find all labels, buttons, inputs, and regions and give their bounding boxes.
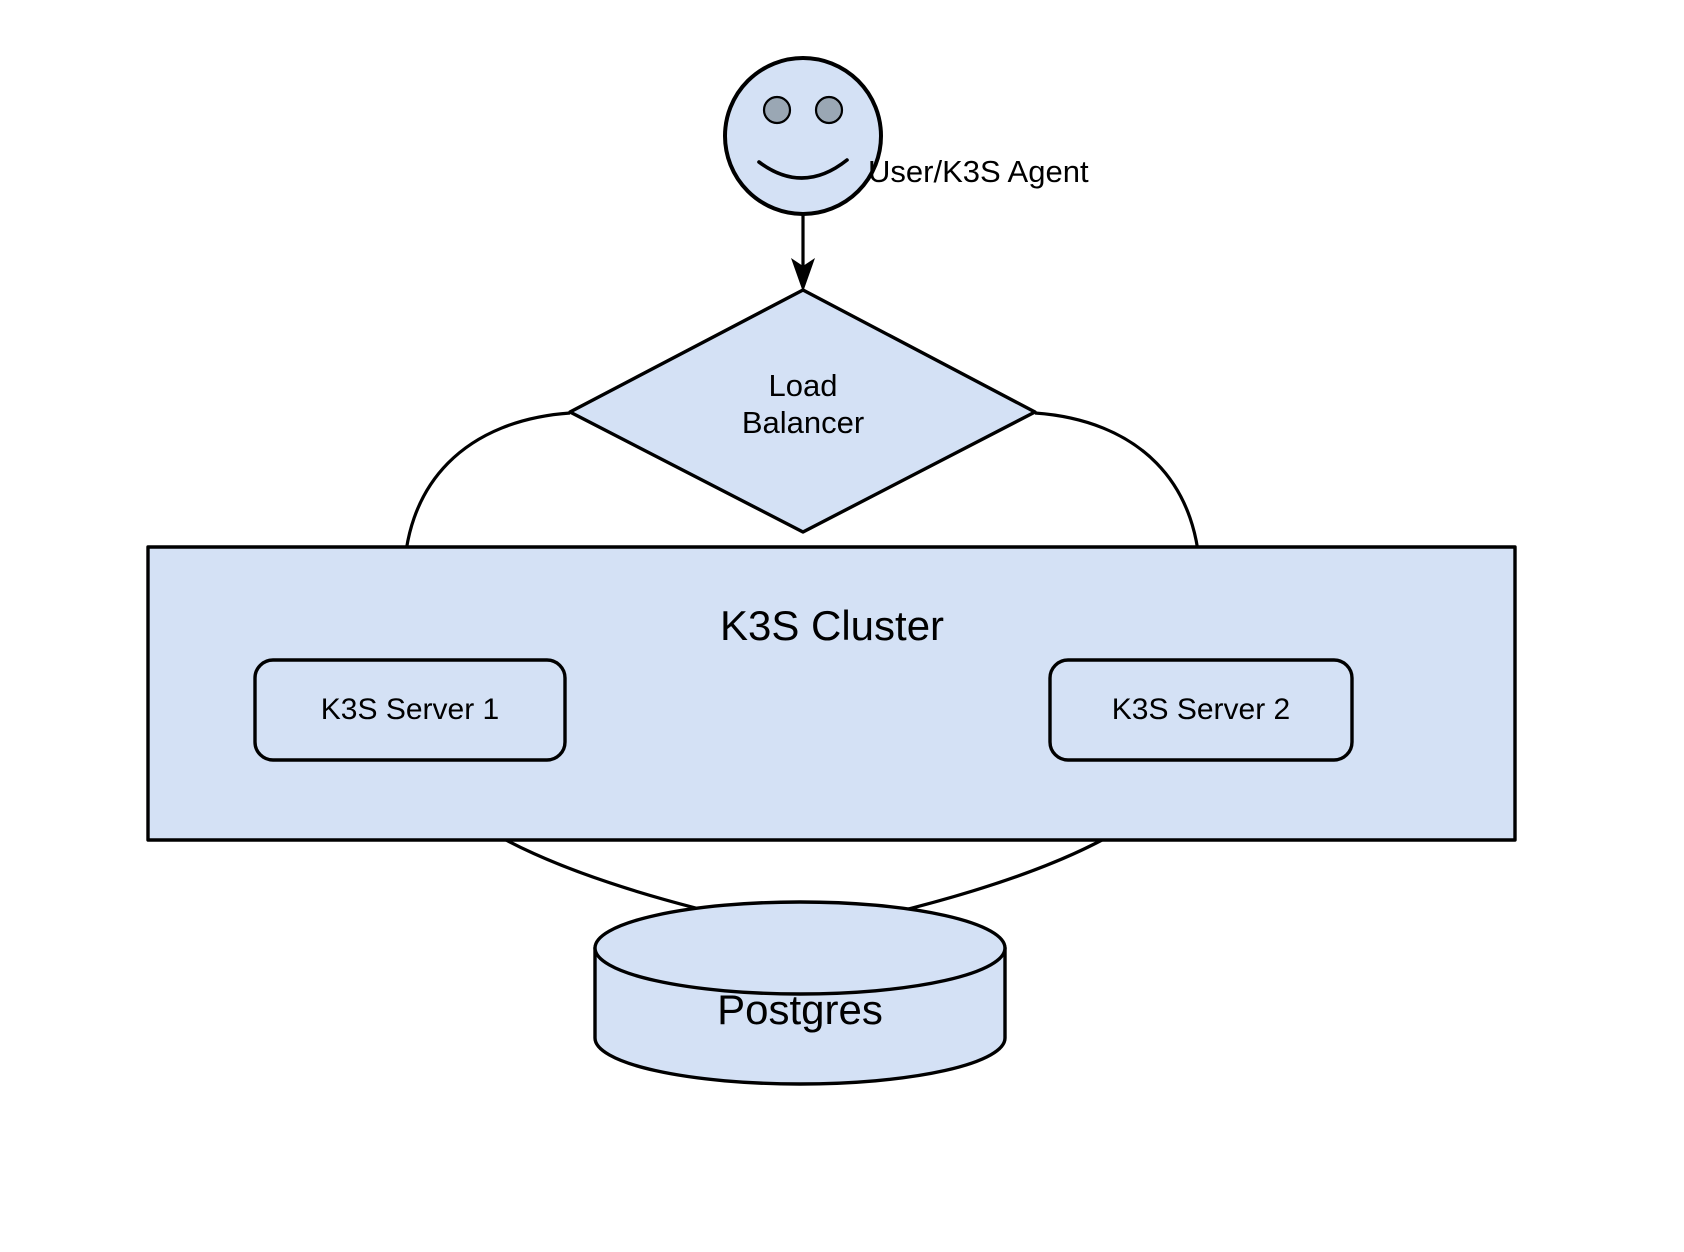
load-balancer-label-line1: Load bbox=[769, 368, 838, 403]
server-1-box[interactable] bbox=[253, 658, 567, 762]
node-user-actor[interactable]: User/K3S Agent bbox=[723, 56, 1089, 216]
server-2-label: K3S Server 2 bbox=[1112, 693, 1290, 726]
node-postgres-database[interactable]: Postgres bbox=[593, 900, 1007, 1086]
load-balancer-diamond[interactable] bbox=[568, 288, 1037, 534]
node-k3s-server-1[interactable]: K3S Server 1 bbox=[253, 658, 567, 762]
edge-user-to-load-balancer bbox=[791, 214, 815, 292]
arrowhead-icon bbox=[791, 258, 815, 292]
postgres-label: Postgres bbox=[717, 986, 883, 1033]
server-1-label: K3S Server 1 bbox=[321, 693, 499, 726]
smiley-right-eye-icon bbox=[814, 95, 844, 125]
postgres-cylinder-top bbox=[593, 900, 1007, 996]
smiley-face-icon[interactable] bbox=[723, 56, 883, 216]
smiley-left-eye-icon bbox=[762, 95, 792, 125]
user-actor-label: User/K3S Agent bbox=[868, 154, 1089, 189]
cluster-title: K3S Cluster bbox=[720, 602, 944, 649]
smiley-mouth-icon bbox=[757, 158, 849, 180]
server-2-box[interactable] bbox=[1048, 658, 1354, 762]
node-k3s-server-2[interactable]: K3S Server 2 bbox=[1048, 658, 1354, 762]
load-balancer-label-line2: Balancer bbox=[742, 405, 864, 440]
node-load-balancer[interactable]: Load Balancer bbox=[568, 288, 1037, 534]
